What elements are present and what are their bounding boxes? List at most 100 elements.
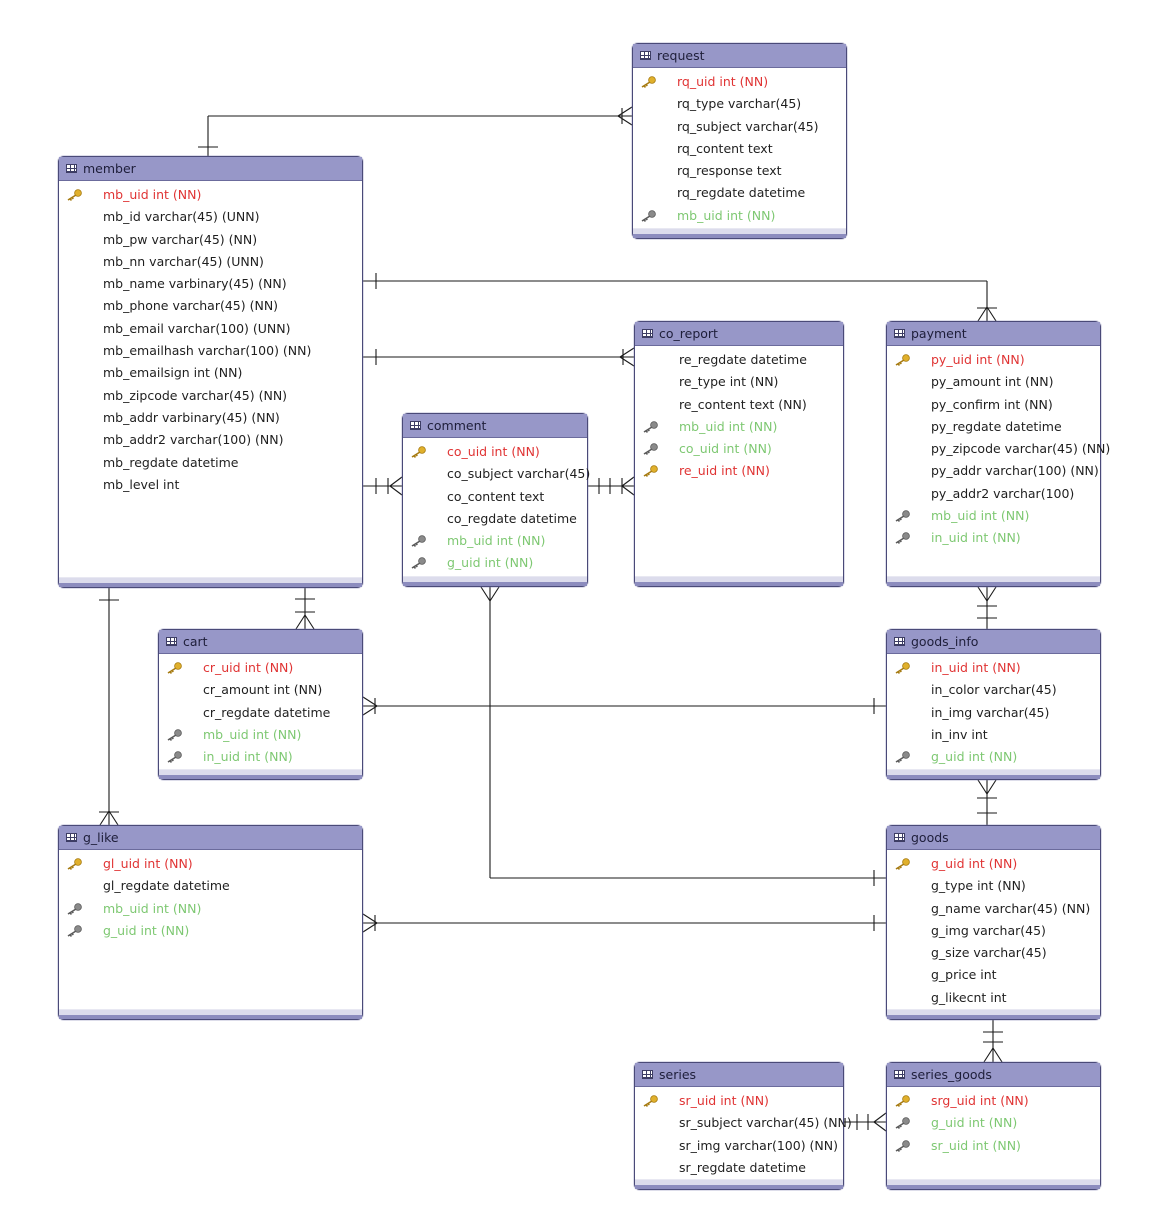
column-row[interactable]: g_uid int (NN) bbox=[887, 1112, 1100, 1134]
column-row[interactable]: g_likecnt int bbox=[887, 987, 1100, 1009]
column-row[interactable]: mb_uid int (NN) bbox=[403, 530, 587, 552]
rel-member-g-like bbox=[99, 810, 110, 826]
table-header[interactable]: series_goods bbox=[887, 1063, 1100, 1087]
column-row[interactable]: py_addr varchar(100) (NN) bbox=[887, 460, 1100, 482]
column-label: mb_uid int (NN) bbox=[679, 418, 778, 434]
column-row[interactable]: mb_uid int (NN) bbox=[633, 205, 846, 227]
column-row[interactable]: rq_content text bbox=[633, 138, 846, 160]
table-payment[interactable]: payment py_uid int (NN)py_amount int (NN)… bbox=[886, 321, 1110, 587]
column-row[interactable]: sr_subject varchar(45) (NN) bbox=[635, 1112, 852, 1134]
table-header[interactable]: request bbox=[633, 44, 846, 68]
column-row[interactable]: in_img varchar(45) bbox=[887, 702, 1100, 724]
column-row[interactable]: sr_regdate datetime bbox=[635, 1157, 843, 1179]
column-row[interactable]: mb_uid int (NN) bbox=[159, 724, 362, 746]
column-row[interactable]: co_subject varchar(45) bbox=[403, 463, 590, 485]
column-row[interactable]: mb_name varbinary(45) (NN) bbox=[59, 273, 362, 295]
column-row[interactable]: co_content text bbox=[403, 486, 587, 508]
column-row[interactable]: mb_uid int (NN) bbox=[635, 416, 843, 438]
column-row[interactable]: rq_response text bbox=[633, 160, 846, 182]
column-row[interactable]: g_uid int (NN) bbox=[887, 746, 1100, 768]
column-row[interactable]: mb_uid int (NN) bbox=[59, 898, 362, 920]
column-row[interactable]: gl_regdate datetime bbox=[59, 875, 362, 897]
table-member[interactable]: member mb_uid int (NN)mb_id varchar(45) (… bbox=[58, 156, 363, 588]
column-row[interactable]: co_uid int (NN) bbox=[635, 438, 843, 460]
column-row[interactable]: in_inv int bbox=[887, 724, 1100, 746]
column-row[interactable]: sr_uid int (NN) bbox=[887, 1135, 1100, 1157]
column-row[interactable]: mb_pw varchar(45) (NN) bbox=[59, 229, 362, 251]
column-row[interactable]: g_img varchar(45) bbox=[887, 920, 1100, 942]
column-label: rq_uid int (NN) bbox=[677, 74, 769, 89]
table-goods-info[interactable]: goods_info in_uid int (NN)in_color varcha… bbox=[886, 629, 1101, 780]
column-row[interactable]: g_type int (NN) bbox=[887, 875, 1100, 897]
column-row[interactable]: py_regdate datetime bbox=[887, 416, 1100, 438]
column-row[interactable]: py_amount int (NN) bbox=[887, 371, 1100, 393]
column-row[interactable]: re_content text (NN) bbox=[635, 394, 843, 416]
column-row[interactable]: mb_emailsign int (NN) bbox=[59, 362, 362, 384]
table-header[interactable]: co_report bbox=[635, 322, 843, 346]
table-g-like[interactable]: g_like gl_uid int (NN)gl_regdate datetime… bbox=[58, 825, 363, 1020]
table-header[interactable]: member bbox=[59, 157, 362, 181]
table-header[interactable]: cart bbox=[159, 630, 362, 654]
column-row[interactable]: mb_nn varchar(45) (UNN) bbox=[59, 251, 362, 273]
column-row[interactable]: py_addr2 varchar(100) bbox=[887, 483, 1100, 505]
column-row[interactable]: re_type int (NN) bbox=[635, 371, 843, 393]
table-request[interactable]: request rq_uid int (NN) rq_type varchar(45… bbox=[632, 43, 847, 239]
column-row[interactable]: mb_zipcode varchar(45) (NN) bbox=[59, 385, 362, 407]
column-row[interactable]: cr_amount int (NN) bbox=[159, 679, 362, 701]
column-row[interactable]: py_uid int (NN) bbox=[887, 349, 1100, 371]
column-row[interactable]: cr_uid int (NN) bbox=[159, 657, 362, 679]
column-label: g_uid int (NN) bbox=[931, 856, 1018, 871]
column-row[interactable]: gl_uid int (NN) bbox=[59, 853, 362, 875]
column-row[interactable]: mb_uid int (NN) bbox=[887, 505, 1100, 527]
column-row[interactable]: g_size varchar(45) bbox=[887, 942, 1100, 964]
table-icon bbox=[894, 1070, 905, 1079]
rel-member-cart bbox=[304, 614, 315, 630]
table-header[interactable]: goods bbox=[887, 826, 1100, 850]
table-header[interactable]: comment bbox=[403, 414, 587, 438]
column-row[interactable]: mb_email varchar(100) (UNN) bbox=[59, 318, 362, 340]
column-row[interactable]: g_price int bbox=[887, 964, 1100, 986]
column-row[interactable]: py_zipcode varchar(45) (NN) bbox=[887, 438, 1110, 460]
column-row[interactable]: co_uid int (NN) bbox=[403, 441, 587, 463]
column-row[interactable]: mb_addr varbinary(45) (NN) bbox=[59, 407, 362, 429]
column-row[interactable]: mb_addr2 varchar(100) (NN) bbox=[59, 429, 362, 451]
column-row[interactable]: in_color varchar(45) bbox=[887, 679, 1100, 701]
rel-member-co-report bbox=[619, 347, 635, 358]
column-label: srg_uid int (NN) bbox=[931, 1093, 1029, 1108]
table-header[interactable]: g_like bbox=[59, 826, 362, 850]
column-row[interactable]: rq_regdate datetime bbox=[633, 182, 846, 204]
column-row[interactable]: mb_id varchar(45) (UNN) bbox=[59, 206, 362, 228]
column-row[interactable]: mb_level int bbox=[59, 474, 362, 496]
column-row[interactable]: g_uid int (NN) bbox=[887, 853, 1100, 875]
column-row[interactable]: rq_type varchar(45) bbox=[633, 93, 846, 115]
column-row[interactable]: mb_regdate datetime bbox=[59, 452, 362, 474]
table-goods[interactable]: goods g_uid int (NN) g_type int (NN)g_name… bbox=[886, 825, 1101, 1020]
column-row[interactable]: in_uid int (NN) bbox=[159, 746, 362, 768]
column-row[interactable]: g_uid int (NN) bbox=[59, 920, 362, 942]
column-row[interactable]: cr_regdate datetime bbox=[159, 702, 362, 724]
column-row[interactable]: srg_uid int (NN) bbox=[887, 1090, 1100, 1112]
table-cart[interactable]: cart cr_uid int (NN)cr_amount int (NN)cr_… bbox=[158, 629, 363, 780]
column-row[interactable]: sr_img varchar(100) (NN) bbox=[635, 1135, 843, 1157]
column-row[interactable]: re_uid int (NN) bbox=[635, 460, 843, 482]
column-row[interactable]: rq_subject varchar(45) bbox=[633, 116, 846, 138]
column-row[interactable]: in_uid int (NN) bbox=[887, 527, 1100, 549]
column-row[interactable]: g_name varchar(45) (NN) bbox=[887, 898, 1100, 920]
column-row[interactable]: py_confirm int (NN) bbox=[887, 394, 1100, 416]
column-row[interactable]: mb_uid int (NN) bbox=[59, 184, 362, 206]
column-row[interactable]: sr_uid int (NN) bbox=[635, 1090, 843, 1112]
column-row[interactable]: in_uid int (NN) bbox=[887, 657, 1100, 679]
column-row[interactable]: mb_emailhash varchar(100) (NN) bbox=[59, 340, 362, 362]
table-series-goods[interactable]: series_goods srg_uid int (NN) g_uid int (N… bbox=[886, 1062, 1101, 1190]
column-row[interactable]: rq_uid int (NN) bbox=[633, 71, 846, 93]
table-header[interactable]: series bbox=[635, 1063, 843, 1087]
column-row[interactable]: re_regdate datetime bbox=[635, 349, 843, 371]
table-comment[interactable]: comment co_uid int (NN)co_subject varchar… bbox=[402, 413, 590, 587]
column-row[interactable]: mb_phone varchar(45) (NN) bbox=[59, 295, 362, 317]
table-series[interactable]: series sr_uid int (NN)sr_subject varchar(… bbox=[634, 1062, 852, 1190]
table-header[interactable]: goods_info bbox=[887, 630, 1100, 654]
table-header[interactable]: payment bbox=[887, 322, 1100, 346]
column-row[interactable]: g_uid int (NN) bbox=[403, 552, 587, 574]
column-row[interactable]: co_regdate datetime bbox=[403, 508, 587, 530]
